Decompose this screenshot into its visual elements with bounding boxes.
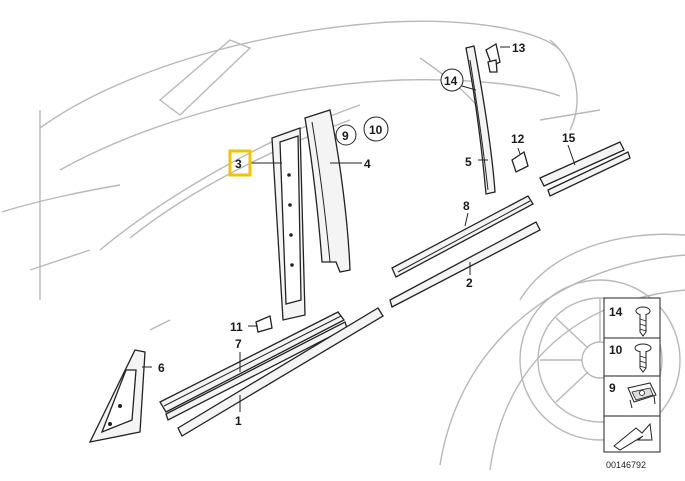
legend-label-9: 9 [609, 381, 616, 395]
part-4-b-pillar-trim [304, 109, 351, 273]
callout-9[interactable]: 9 [342, 129, 349, 143]
diagram-id: 00146792 [606, 460, 646, 470]
clip-nut-icon [627, 382, 657, 409]
callout-8[interactable]: 8 [463, 199, 470, 213]
callout-1[interactable]: 1 [235, 414, 242, 428]
part-2-rear-sill-strip [389, 221, 541, 308]
torx-screw-icon [635, 306, 651, 337]
callout-11[interactable]: 11 [230, 320, 243, 334]
callout-7[interactable]: 7 [235, 337, 242, 351]
callout-10[interactable]: 10 [369, 123, 383, 137]
leader-lines [142, 46, 576, 412]
arrow-indicator-icon [613, 422, 653, 451]
callout-6[interactable]: 6 [158, 361, 165, 375]
part-13-clip [485, 42, 501, 73]
callout-3[interactable]: 3 [235, 157, 242, 171]
part-15-door-strips [539, 141, 631, 197]
part-6-mirror-triangle [88, 349, 146, 443]
callout-15[interactable]: 15 [562, 131, 576, 145]
legend-label-10: 10 [609, 343, 623, 357]
highlight-box-part-3 [228, 149, 252, 177]
legend-label-14: 14 [609, 305, 623, 319]
part-12-trim-piece [511, 150, 529, 173]
callout-14[interactable]: 14 [444, 74, 458, 88]
callout-labels: 3 4 9 10 5 14 13 12 15 8 2 11 7 1 6 [158, 41, 576, 428]
fastener-legend: 14 10 9 [603, 297, 661, 453]
part-1-front-sill-strip [177, 307, 384, 437]
callout-5[interactable]: 5 [465, 155, 472, 169]
part-11-clip [255, 315, 273, 333]
callout-13[interactable]: 13 [512, 41, 526, 55]
expanding-rivet-icon [634, 343, 652, 373]
part-5-c-pillar-strip [465, 45, 496, 195]
part-7-front-strip [159, 311, 348, 421]
part-8-rear-strip [391, 195, 534, 278]
callout-12[interactable]: 12 [511, 132, 525, 146]
part-3-b-pillar-trim [271, 127, 306, 321]
callout-4[interactable]: 4 [364, 157, 371, 171]
car-body-outline [1, 20, 685, 471]
callout-2[interactable]: 2 [466, 276, 473, 290]
